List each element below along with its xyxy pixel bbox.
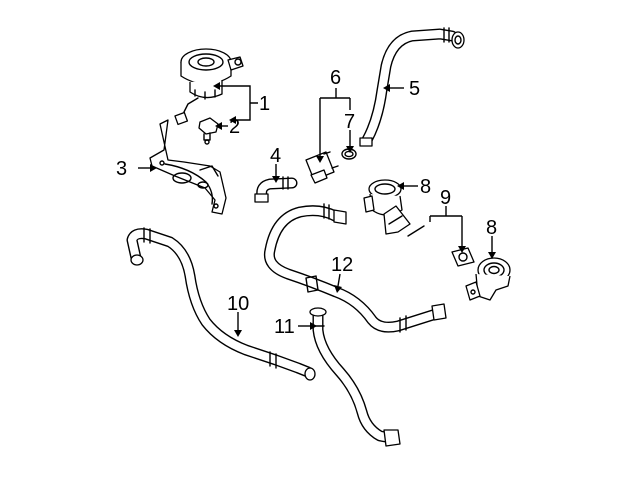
sensor [198,117,219,145]
check-valve-lower [465,257,511,301]
callout-8a: 8 [420,176,431,198]
upper-hose [359,27,465,147]
callout-8b: 8 [486,217,497,239]
check-valve-upper [363,179,411,235]
leader-1 [220,85,258,121]
long-hose [263,203,447,333]
callout-7: 7 [344,111,355,133]
leader-lines [138,82,496,337]
air-pump [174,48,244,126]
callout-3: 3 [116,158,127,180]
callout-2: 2 [229,116,240,138]
callout-1: 1 [259,93,270,115]
callout-11: 11 [274,316,295,338]
elbow-hose [254,176,298,203]
callout-9: 9 [440,187,451,209]
leader-12 [337,273,341,287]
short-hose [309,307,401,447]
callout-4: 4 [270,145,281,167]
lower-left-hose [126,227,316,381]
bracket [149,119,227,215]
callout-12: 12 [331,254,353,276]
callout-10: 10 [227,293,249,315]
leader-9 [429,206,463,246]
callout-5: 5 [409,78,420,100]
callout-6: 6 [330,67,341,89]
leader-6 [319,88,351,156]
connector [305,151,339,184]
